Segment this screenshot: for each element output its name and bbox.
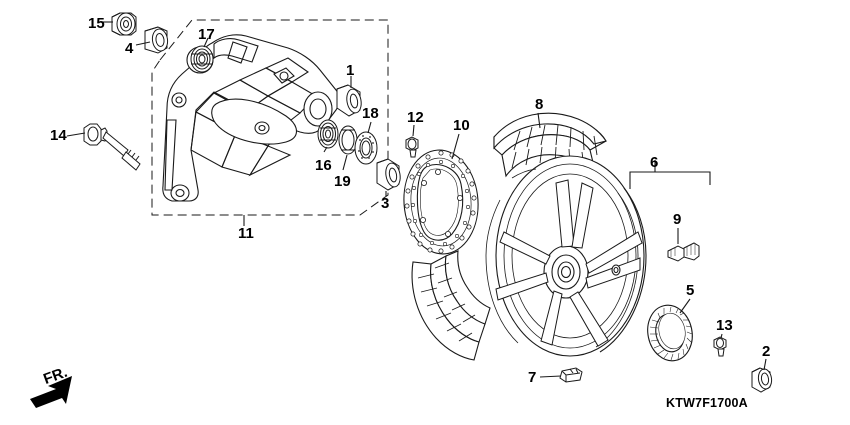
callout-12: 12 bbox=[407, 109, 424, 126]
callout-4: 4 bbox=[125, 40, 134, 57]
callout-15: 15 bbox=[88, 15, 105, 32]
part-8-tire-lower bbox=[411, 250, 491, 361]
part-19-oil-seal bbox=[338, 125, 358, 155]
callout-10: 10 bbox=[453, 117, 470, 134]
leader-5 bbox=[679, 298, 691, 314]
part-16-wheel-bearing bbox=[317, 119, 339, 149]
leader-18 bbox=[367, 121, 372, 134]
part-9-valve-stem bbox=[667, 242, 700, 262]
callout-8: 8 bbox=[535, 96, 544, 113]
callout-19: 19 bbox=[334, 173, 351, 190]
arrow-front-icon bbox=[30, 376, 72, 408]
callout-1: 1 bbox=[346, 62, 355, 79]
swingarm-body bbox=[162, 34, 341, 202]
part-10-brake-disc bbox=[403, 149, 479, 255]
callout-16: 16 bbox=[315, 157, 332, 174]
leader-6-bracket bbox=[629, 160, 711, 189]
leader-13 bbox=[720, 333, 723, 339]
callout-6: 6 bbox=[650, 154, 659, 171]
part-2-collar bbox=[751, 367, 773, 393]
leader-10 bbox=[451, 133, 460, 160]
leader-12 bbox=[412, 124, 415, 137]
leader-17 bbox=[203, 37, 209, 48]
part-6-wheel bbox=[485, 155, 647, 357]
leader-7 bbox=[539, 375, 562, 378]
part-7-balance-weight bbox=[559, 367, 583, 383]
leader-16 bbox=[323, 146, 328, 153]
part-13-bolt bbox=[713, 336, 727, 357]
part-3-collar bbox=[376, 158, 401, 191]
callout-11: 11 bbox=[238, 225, 254, 242]
leader-4 bbox=[135, 41, 151, 46]
callout-5: 5 bbox=[686, 282, 695, 299]
leader-2 bbox=[763, 358, 767, 371]
part-4-collar bbox=[144, 26, 169, 54]
callout-14: 14 bbox=[50, 127, 67, 144]
part-14-flange-bolt bbox=[83, 123, 141, 171]
callout-17: 17 bbox=[198, 26, 215, 43]
part-17-bearing bbox=[190, 45, 214, 73]
callout-13: 13 bbox=[716, 317, 733, 334]
leader-8 bbox=[537, 112, 541, 129]
part-5-pulser-ring bbox=[647, 304, 693, 362]
diagram-code: KTW7F1700A bbox=[666, 396, 748, 410]
callout-9: 9 bbox=[673, 211, 682, 228]
callout-3: 3 bbox=[381, 195, 390, 212]
callout-18: 18 bbox=[362, 105, 379, 122]
callout-7: 7 bbox=[528, 369, 537, 386]
part-15-nut bbox=[111, 12, 137, 36]
part-12-flange-bolt bbox=[405, 136, 419, 158]
part-1-collar bbox=[336, 84, 362, 117]
group-11-dashed-box bbox=[151, 19, 389, 216]
part-18-seal-ring bbox=[354, 131, 378, 165]
leader-19 bbox=[342, 154, 348, 171]
leader-14 bbox=[66, 132, 86, 137]
callout-2: 2 bbox=[762, 343, 771, 360]
